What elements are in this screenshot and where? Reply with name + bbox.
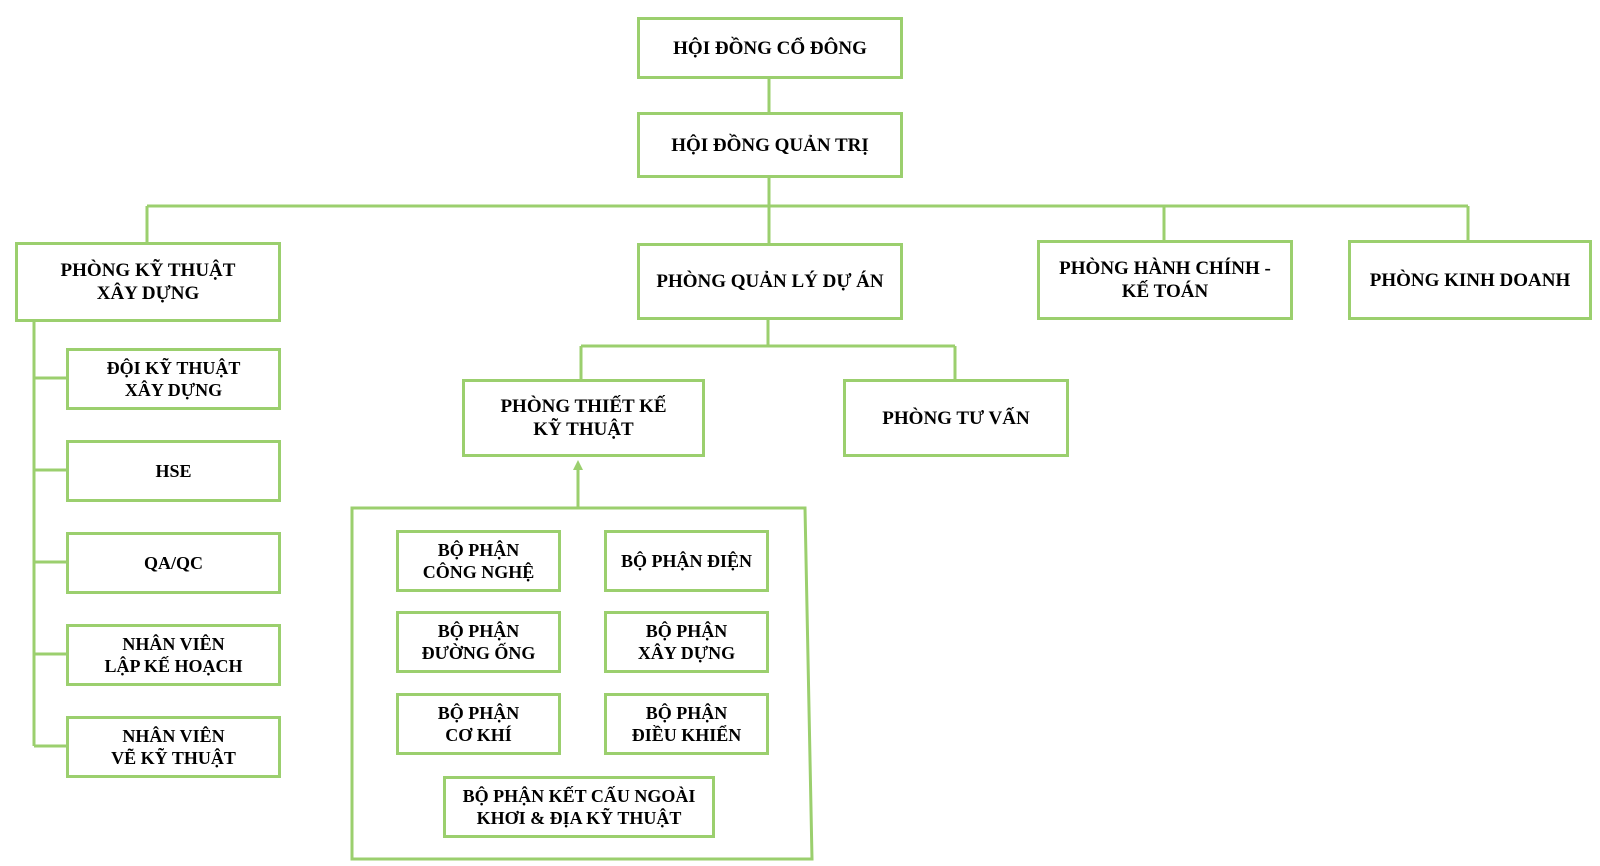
admin-accounting-dept-label-line1: PHÒNG HÀNH CHÍNH - bbox=[1059, 258, 1271, 279]
construction-team-label-line2: XÂY DỰNG bbox=[124, 380, 223, 400]
mechanical-division-label-line1: BỘ PHẬN bbox=[437, 703, 520, 723]
planning-staff-box: NHÂN VIÊN LẬP KẾ HOẠCH bbox=[66, 624, 281, 686]
board-label: HỘI ĐỒNG QUẢN TRỊ bbox=[671, 134, 869, 156]
business-dept-label: PHÒNG KINH DOANH bbox=[1369, 269, 1571, 291]
technology-division-label-line2: CÔNG NGHỆ bbox=[422, 562, 535, 582]
civil-division-label-line1: BỘ PHẬN bbox=[645, 621, 728, 641]
construction-team-label-line1: ĐỘI KỸ THUẬT bbox=[106, 358, 241, 378]
mechanical-division-box: BỘ PHẬN CƠ KHÍ bbox=[396, 693, 561, 755]
construction-tech-dept-label-line1: PHÒNG KỸ THUẬT bbox=[60, 260, 236, 281]
consulting-dept-box: PHÒNG TƯ VẤN bbox=[843, 379, 1069, 457]
hse-box: HSE bbox=[66, 440, 281, 502]
construction-team-box: ĐỘI KỸ THUẬT XÂY DỰNG bbox=[66, 348, 281, 410]
civil-division-box: BỘ PHẬN XÂY DỰNG bbox=[604, 611, 769, 673]
mechanical-division-label-line2: CƠ KHÍ bbox=[445, 725, 512, 745]
admin-accounting-dept-box: PHÒNG HÀNH CHÍNH - KẾ TOÁN bbox=[1037, 240, 1293, 320]
offshore-geotech-division-label-line2: KHƠI & ĐỊA KỸ THUẬT bbox=[476, 808, 682, 828]
engineering-design-dept-box: PHÒNG THIẾT KẾ KỸ THUẬT bbox=[462, 379, 705, 457]
engineering-design-dept-label-line2: KỸ THUẬT bbox=[533, 419, 634, 440]
piping-division-label-line2: ĐƯỜNG ỐNG bbox=[421, 643, 536, 663]
engineering-design-dept-label-line1: PHÒNG THIẾT KẾ bbox=[500, 396, 667, 417]
offshore-geotech-division-label-line1: BỘ PHẬN KẾT CẤU NGOÀI bbox=[462, 786, 696, 806]
shareholders-label: HỘI ĐỒNG CỔ ĐÔNG bbox=[673, 37, 867, 59]
piping-division-box: BỘ PHẬN ĐƯỜNG ỐNG bbox=[396, 611, 561, 673]
piping-division-label-line1: BỘ PHẬN bbox=[437, 621, 520, 641]
drafting-staff-label-line2: VẼ KỸ THUẬT bbox=[111, 748, 236, 768]
offshore-geotech-division-box: BỘ PHẬN KẾT CẤU NGOÀI KHƠI & ĐỊA KỸ THUẬ… bbox=[443, 776, 715, 838]
hse-label: HSE bbox=[155, 461, 192, 481]
project-management-dept-box: PHÒNG QUẢN LÝ DỰ ÁN bbox=[637, 243, 903, 320]
design-divisions-group bbox=[350, 506, 814, 861]
technology-division-label-line1: BỘ PHẬN bbox=[437, 540, 520, 560]
business-dept-box: PHÒNG KINH DOANH bbox=[1348, 240, 1592, 320]
drafting-staff-label-line1: NHÂN VIÊN bbox=[122, 726, 225, 746]
civil-division-label-line2: XÂY DỰNG bbox=[637, 643, 736, 663]
board-box: HỘI ĐỒNG QUẢN TRỊ bbox=[637, 112, 903, 178]
project-management-dept-label: PHÒNG QUẢN LÝ DỰ ÁN bbox=[656, 271, 884, 292]
drafting-staff-box: NHÂN VIÊN VẼ KỸ THUẬT bbox=[66, 716, 281, 778]
electrical-division-box: BỘ PHẬN ĐIỆN bbox=[604, 530, 769, 592]
qa-qc-box: QA/QC bbox=[66, 532, 281, 594]
construction-tech-dept-label-line2: XÂY DỰNG bbox=[96, 283, 200, 304]
qa-qc-label: QA/QC bbox=[143, 553, 203, 573]
control-division-label-line2: ĐIỀU KHIỂN bbox=[631, 725, 742, 745]
electrical-division-label: BỘ PHẬN ĐIỆN bbox=[620, 551, 752, 571]
construction-tech-dept-box: PHÒNG KỸ THUẬT XÂY DỰNG bbox=[15, 242, 281, 322]
admin-accounting-dept-label-line2: KẾ TOÁN bbox=[1121, 281, 1209, 302]
control-division-box: BỘ PHẬN ĐIỀU KHIỂN bbox=[604, 693, 769, 755]
control-division-label-line1: BỘ PHẬN bbox=[645, 703, 728, 723]
planning-staff-label-line1: NHÂN VIÊN bbox=[122, 634, 225, 654]
shareholders-box: HỘI ĐỒNG CỔ ĐÔNG bbox=[637, 17, 903, 79]
consulting-dept-label: PHÒNG TƯ VẤN bbox=[882, 407, 1030, 429]
planning-staff-label-line2: LẬP KẾ HOẠCH bbox=[104, 656, 243, 676]
technology-division-box: BỘ PHẬN CÔNG NGHỆ bbox=[396, 530, 561, 592]
